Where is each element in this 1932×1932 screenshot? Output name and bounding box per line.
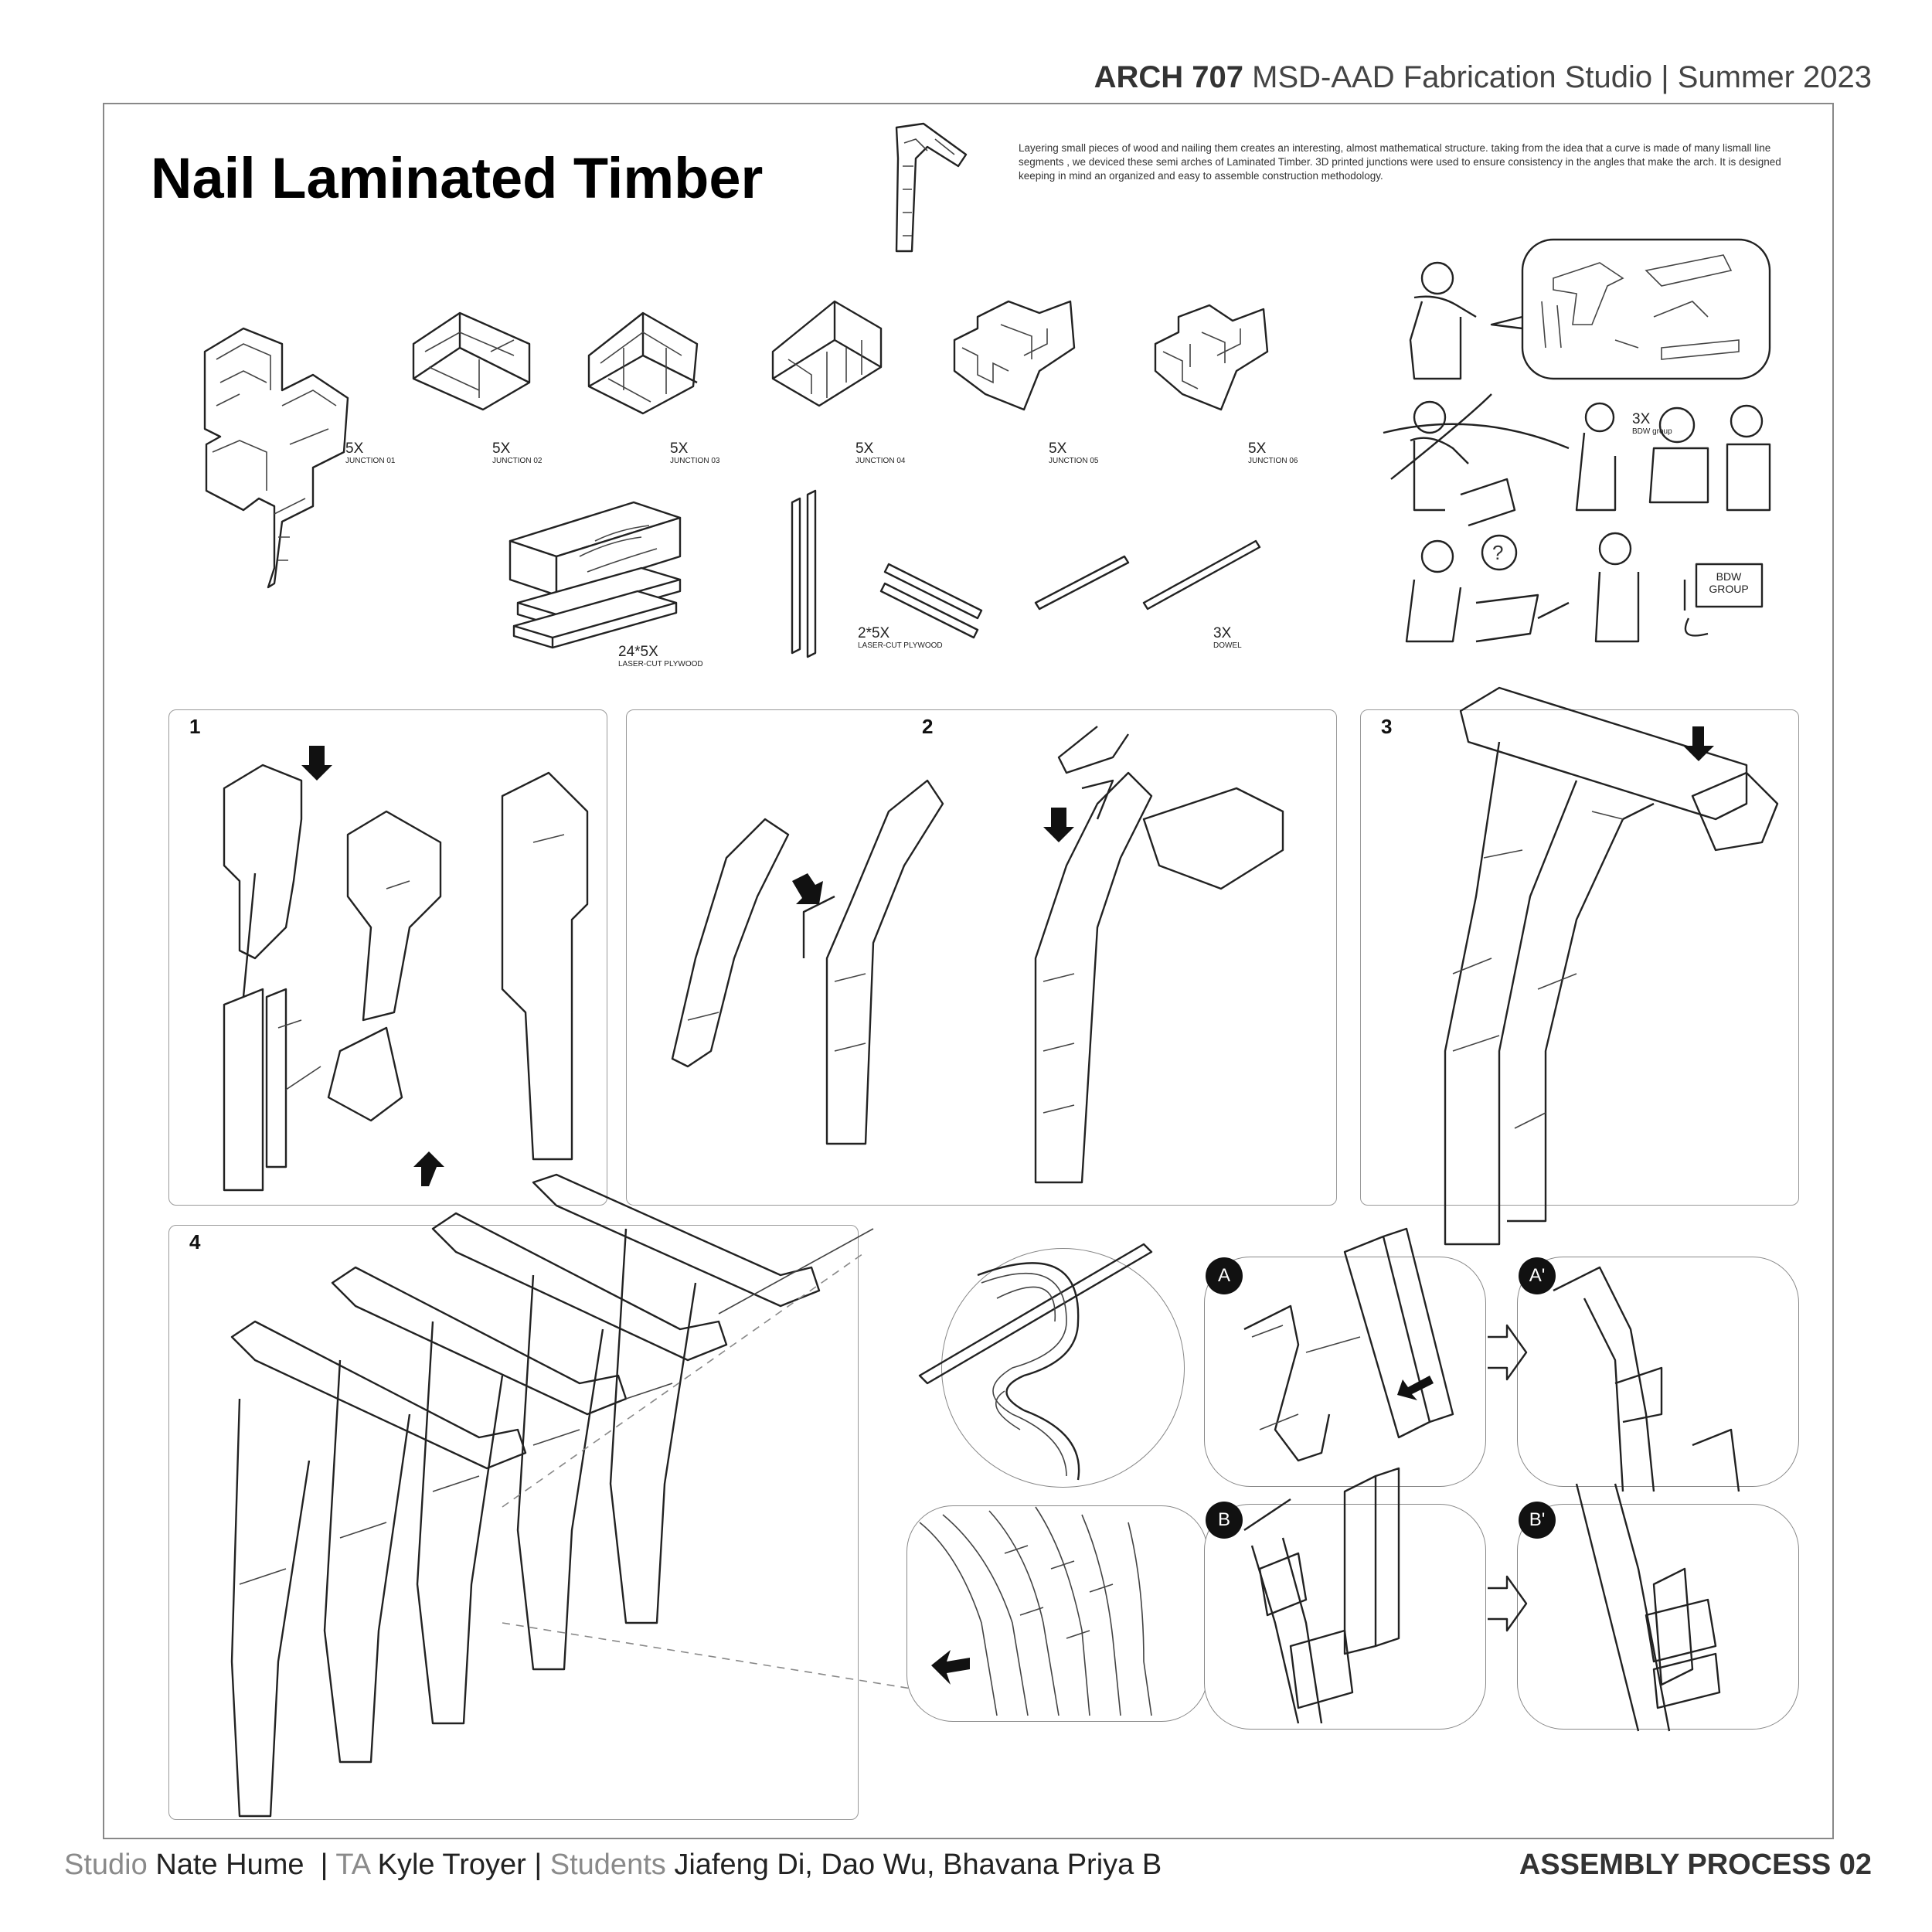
junction-01-drawing: [203, 327, 349, 589]
step-1-drawing: [223, 746, 589, 1192]
sheet-title: ASSEMBLY PROCESS 02: [1519, 1849, 1872, 1881]
detail-b-prime-badge: B': [1519, 1502, 1556, 1539]
students-names: Jiafeng Di, Dao Wu, Bhavana Priya B: [674, 1849, 1162, 1881]
step-3-panel: [1360, 709, 1799, 1206]
sheet-frame: [103, 103, 1834, 1839]
detail-b-badge: B: [1206, 1502, 1243, 1539]
detail-a-prime-panel: [1517, 1257, 1799, 1487]
studio-name: Nate Hume: [155, 1849, 304, 1881]
detail-b-drawing: [1243, 1467, 1400, 1724]
step-3-number: 3: [1381, 715, 1393, 738]
students-label: Students: [549, 1849, 666, 1881]
step-3-drawing: [1444, 686, 1779, 1246]
detail-b-prime-panel: [1517, 1504, 1799, 1730]
project-description: Layering small pieces of wood and nailin…: [1019, 142, 1781, 182]
studio-label: Studio: [64, 1849, 148, 1881]
dowel-closeup-bubble: [941, 1248, 1185, 1488]
arch-closeup-drawing: [919, 1506, 1152, 1716]
arch-thumbnail-illustration: [895, 122, 968, 253]
junction-05-drawing: [953, 300, 1076, 411]
step-2-drawing: [671, 726, 1284, 1184]
junction-02-drawing: [412, 311, 531, 411]
detail-a-prime-badge: A': [1519, 1257, 1556, 1294]
credits-footer: Studio Nate Hume | TA Kyle Troyer | Stud…: [64, 1849, 1162, 1881]
question-mark: ?: [1492, 541, 1504, 564]
course-info: MSD-AAD Fabrication Studio | Summer 2023: [1252, 60, 1872, 94]
step-4-panel: [168, 1225, 859, 1820]
step-4-number: 4: [189, 1230, 201, 1253]
course-header: ARCH 707 MSD-AAD Fabrication Studio | Su…: [1094, 60, 1872, 95]
step-1-number: 1: [189, 715, 201, 738]
detail-a-prime-drawing: [1553, 1266, 1740, 1492]
arch-closeup-bubble: [906, 1505, 1208, 1722]
laser-cut-strips-drawing: [791, 489, 983, 658]
detail-leader-lines: [502, 1251, 936, 1693]
detail-a-drawing: [1243, 1227, 1454, 1462]
detail-a-panel: [1204, 1257, 1486, 1487]
detail-a-badge: A: [1206, 1257, 1243, 1294]
page-title: Nail Laminated Timber: [151, 146, 764, 210]
dowel-closeup-drawing: [918, 1243, 1153, 1481]
step-1-panel: [168, 709, 607, 1206]
transition-arrows: [1488, 1324, 1528, 1632]
junction-06-drawing: [1154, 304, 1269, 411]
step-2-panel: [626, 709, 1337, 1206]
step-2-number: 2: [922, 715, 934, 738]
ta-label: TA: [335, 1849, 370, 1881]
crew-illustrations: [1383, 238, 1771, 643]
step-4-drawing: [230, 1173, 874, 1818]
junction-03-drawing: [587, 311, 699, 415]
dowel-drawing: [1034, 539, 1261, 611]
junction-04-drawing: [771, 300, 883, 407]
plywood-stack-drawing: [509, 501, 682, 649]
ta-name: Kyle Troyer: [377, 1849, 526, 1881]
detail-b-prime-drawing: [1575, 1483, 1721, 1732]
course-code: ARCH 707: [1094, 60, 1244, 94]
